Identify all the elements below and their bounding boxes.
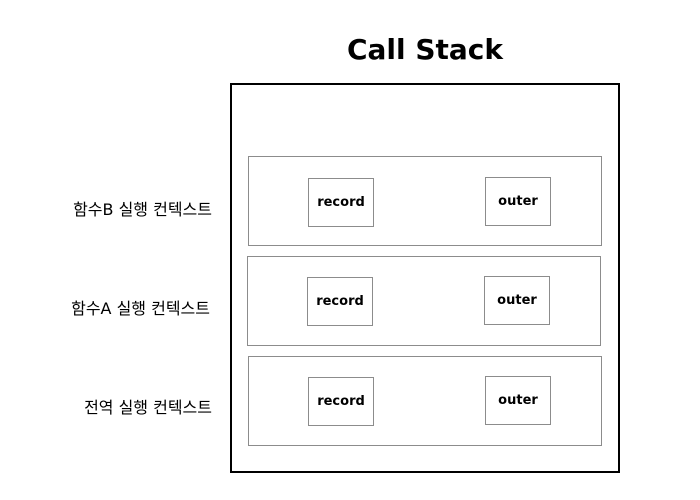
record-box-function-b: record (308, 178, 374, 227)
context-label-global: 전역 실행 컨텍스트 (84, 398, 212, 417)
context-label-function-b: 함수B 실행 컨텍스트 (73, 200, 212, 219)
outer-box-function-a: outer (484, 276, 550, 325)
outer-box-function-b: outer (485, 177, 551, 226)
diagram-title: Call Stack (346, 33, 504, 66)
context-label-function-a: 함수A 실행 컨텍스트 (71, 299, 210, 318)
record-box-global: record (308, 377, 374, 426)
record-box-function-a: record (307, 277, 373, 326)
outer-box-global: outer (485, 376, 551, 425)
